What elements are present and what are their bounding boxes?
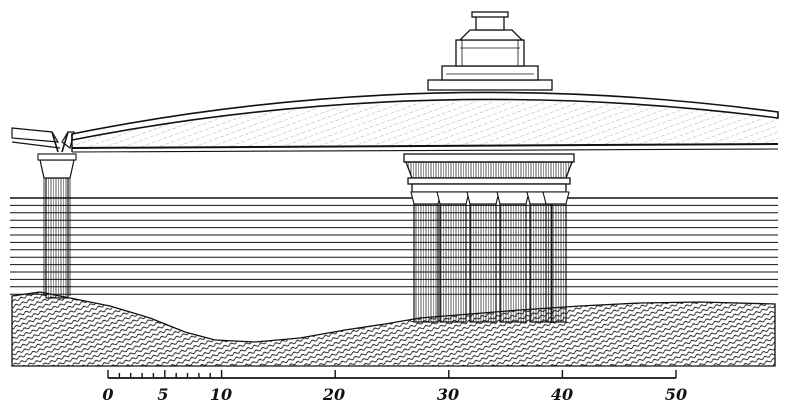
scale-label-5: 5 xyxy=(157,385,168,404)
scale-bar: 0 5 10 20 30 40 50 xyxy=(102,370,687,404)
scale-bar-ticks xyxy=(107,370,677,378)
scale-label-50: 50 xyxy=(665,385,687,404)
scale-label-40: 40 xyxy=(551,385,573,404)
main-girder xyxy=(71,91,779,153)
main-pier-columns xyxy=(410,191,570,323)
left-cantilever-arms xyxy=(11,127,75,153)
water-lines xyxy=(10,197,778,295)
scale-label-0: 0 xyxy=(102,385,113,404)
main-pier xyxy=(403,153,575,323)
river-bed xyxy=(11,291,776,367)
left-pier xyxy=(37,153,77,299)
scale-label-20: 20 xyxy=(322,385,345,404)
pier-tower xyxy=(427,11,553,91)
scale-label-10: 10 xyxy=(210,385,232,404)
scale-label-30: 30 xyxy=(437,385,459,404)
